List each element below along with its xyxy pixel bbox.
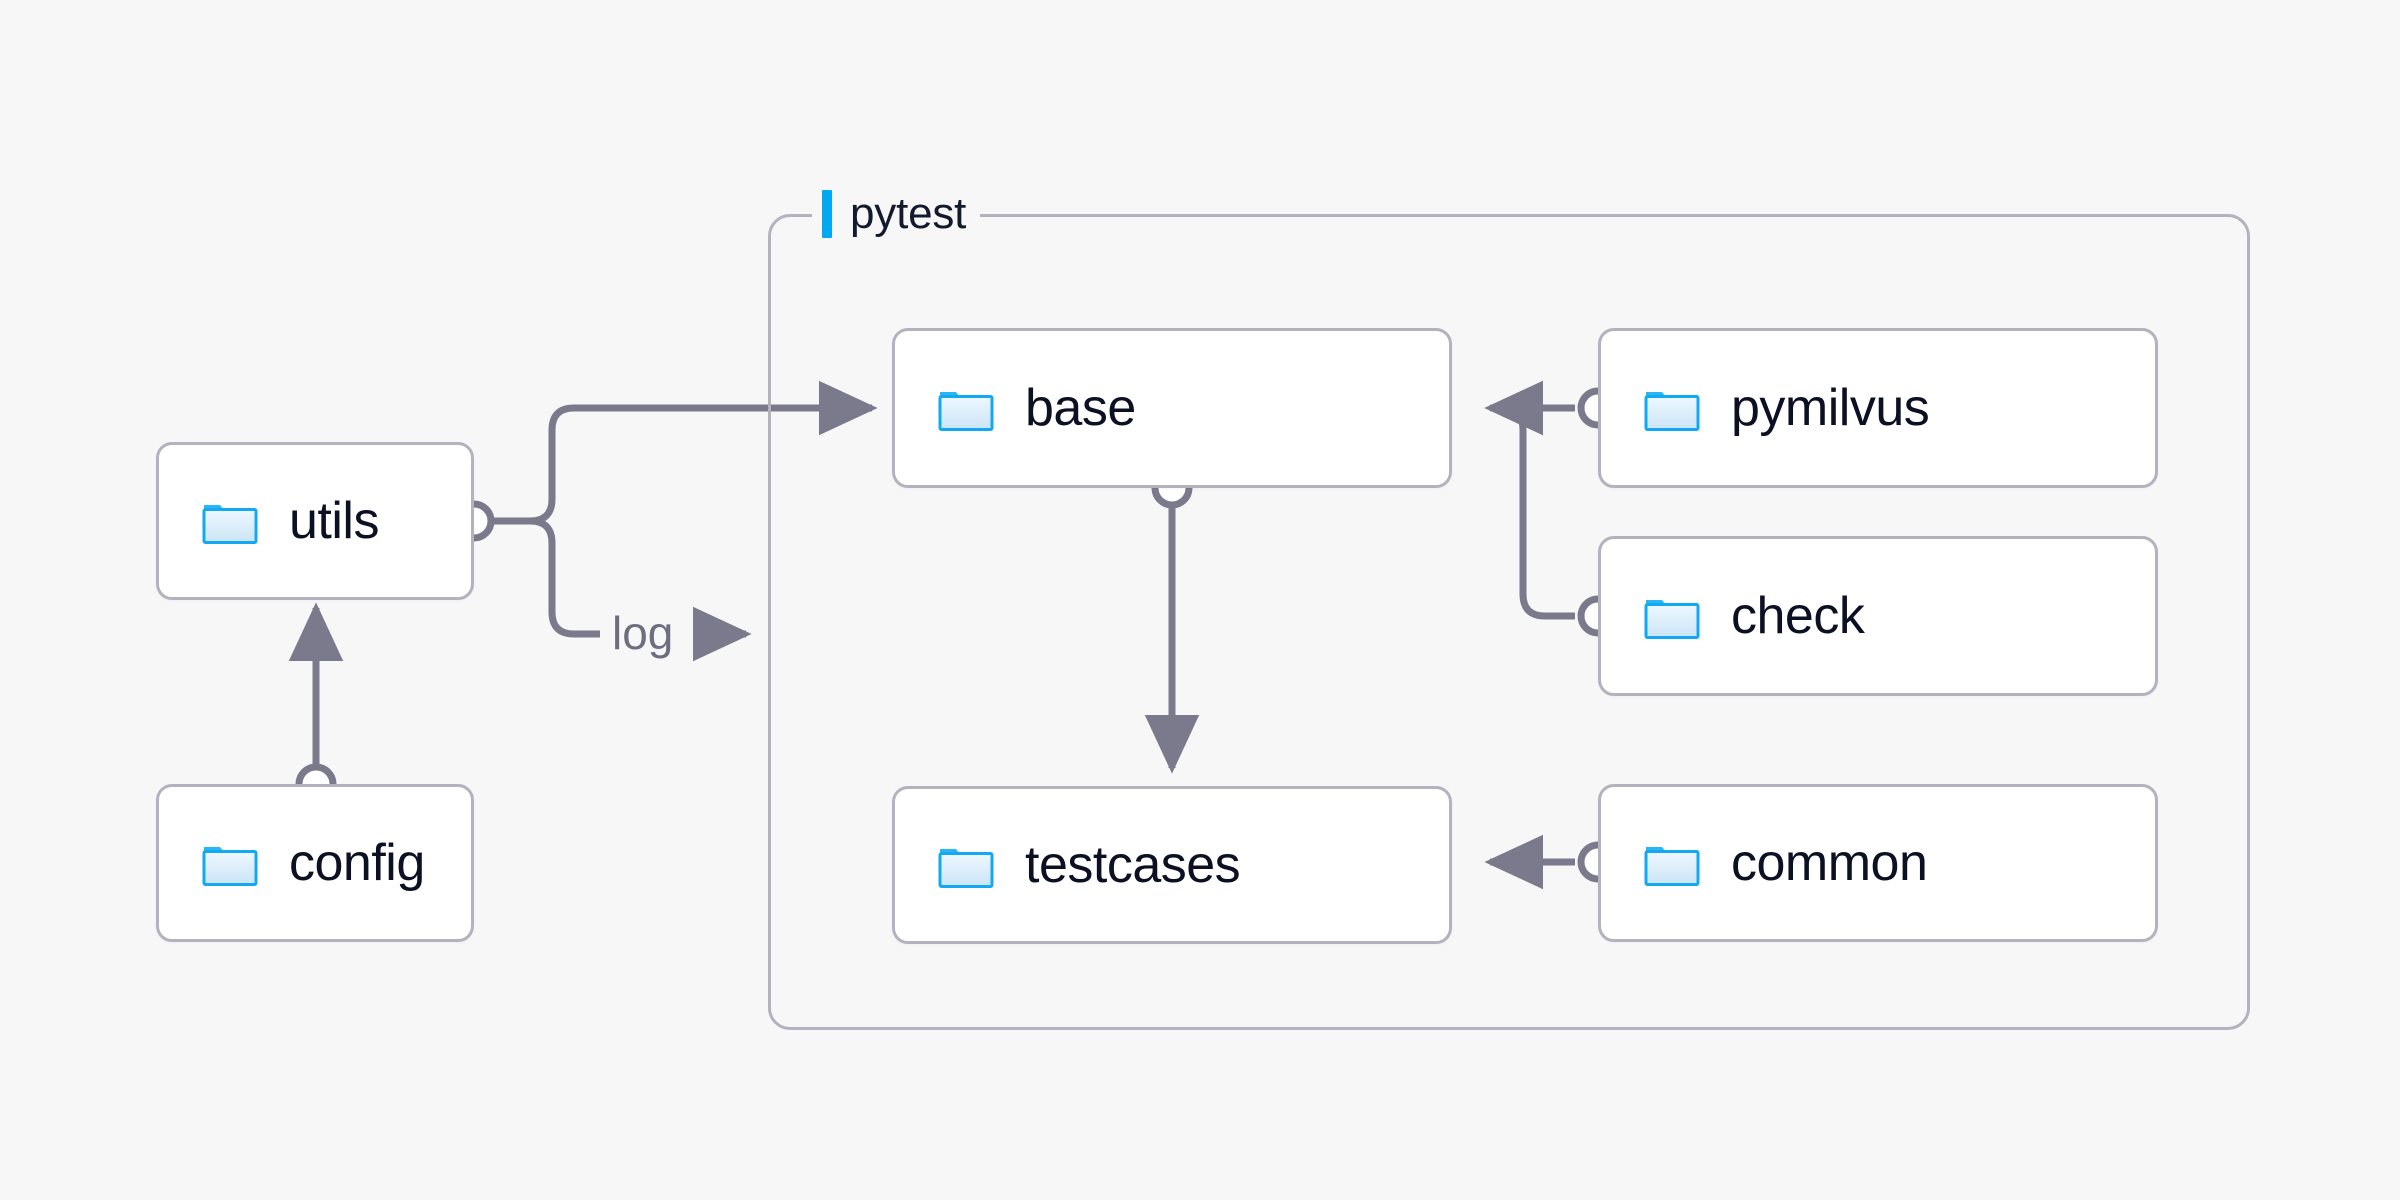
node-common[interactable]: common xyxy=(1598,784,2158,942)
node-base[interactable]: base xyxy=(892,328,1452,488)
node-config-label: config xyxy=(289,834,425,892)
accent-bar-icon xyxy=(822,190,832,238)
edge-utils-log xyxy=(529,517,600,638)
node-utils[interactable]: utils xyxy=(156,442,474,600)
edge-label-log: log xyxy=(604,608,682,658)
folder-icon xyxy=(1644,392,1700,431)
node-testcases[interactable]: testcases xyxy=(892,786,1452,944)
node-testcases-label: testcases xyxy=(1025,836,1241,894)
folder-icon xyxy=(202,505,258,544)
node-pymilvus-label: pymilvus xyxy=(1731,379,1930,437)
node-pymilvus[interactable]: pymilvus xyxy=(1598,328,2158,488)
folder-icon xyxy=(938,392,994,431)
node-base-label: base xyxy=(1025,379,1136,437)
pytest-group-container[interactable] xyxy=(768,214,2250,1030)
folder-icon xyxy=(938,849,994,888)
pytest-group-label-text: pytest xyxy=(850,189,967,238)
folder-icon xyxy=(1644,600,1700,639)
folder-icon xyxy=(202,847,258,886)
node-common-label: common xyxy=(1731,834,1928,892)
node-check[interactable]: check xyxy=(1598,536,2158,696)
node-check-label: check xyxy=(1731,587,1865,645)
pytest-group-label: pytest xyxy=(812,186,981,242)
node-utils-label: utils xyxy=(289,492,379,550)
folder-icon xyxy=(1644,847,1700,886)
node-config[interactable]: config xyxy=(156,784,474,942)
